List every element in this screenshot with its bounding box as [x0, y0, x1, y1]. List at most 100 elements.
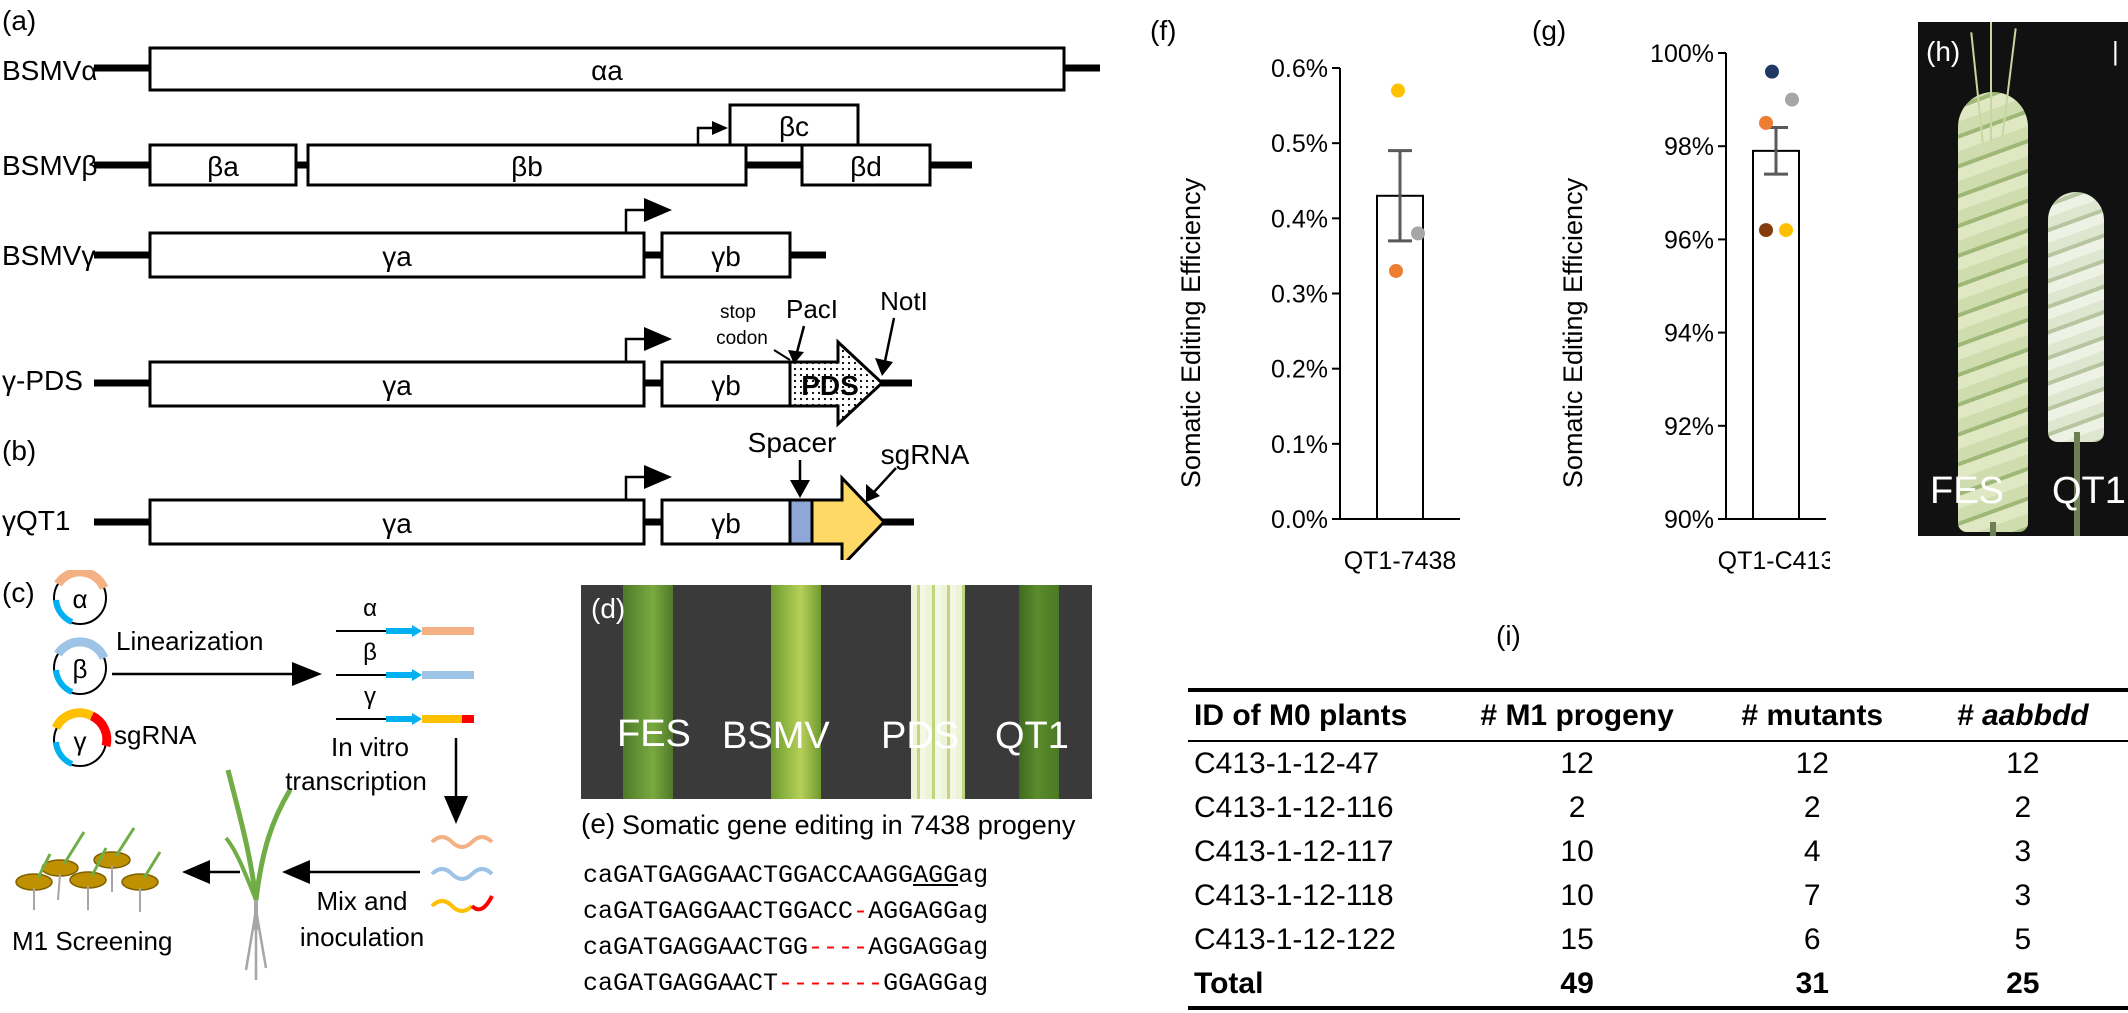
screening-arrow [182, 860, 210, 884]
table-cell: 2 [2014, 791, 2032, 824]
svg-text:α: α [72, 584, 87, 614]
segment-beta-d-label: βd [850, 151, 882, 182]
m1-screening-label: M1 Screening [12, 926, 172, 956]
m0-plants-table: ID of M0 plants # M1 progeny # mutants #… [1188, 688, 2128, 1010]
segment-gamma-b-label: γb [711, 241, 741, 272]
row-label-bsmv-alpha: BSMVα [2, 55, 98, 86]
y-tick-label: 94% [1664, 320, 1714, 348]
table-cell: 6 [1803, 923, 1821, 956]
segment-gamma-b-label: γb [711, 370, 741, 401]
segment-gamma-a [148, 360, 646, 408]
table-cell: 5 [2014, 923, 2032, 956]
segment-beta-b [306, 143, 748, 187]
table-cell: C413-1-12-117 [1194, 835, 1394, 868]
table-cell: 10 [1560, 835, 1594, 868]
m1-seeds-icon [15, 827, 162, 912]
data-point [1389, 263, 1403, 278]
y-tick-label: 90% [1664, 506, 1714, 534]
chart-f: (f) Somatic Editing Efficiency 0.0%0.1%0… [1150, 15, 1460, 575]
rna-gamma [430, 899, 474, 913]
sequence-row: caGATGAGGAACTGG----AGGAGGag [583, 933, 989, 962]
row-label-bsmv-beta: BSMVβ [2, 150, 97, 181]
spike-fes [1958, 92, 2028, 532]
table-row: C413-1-12-116 2 2 2 [1188, 786, 2128, 830]
y-tick-label: 0.6% [1271, 55, 1328, 83]
panel-label-i: (i) [1496, 620, 1521, 651]
bar [1376, 194, 1424, 521]
table-cell: 2 [1568, 791, 1586, 824]
table-cell: 2 [1803, 791, 1821, 824]
sequence-alignment: caGATGAGGAACTGGACCAAGGAGGag caGATGAGGAAC… [583, 858, 988, 1002]
table-cell: 25 [2006, 967, 2040, 1000]
plasmid-gamma: γ [51, 708, 112, 767]
table-cell: 3 [2014, 879, 2032, 912]
segment-beta-c-label: βc [779, 111, 809, 142]
table-cell: 12 [1795, 747, 1829, 780]
pds-label: PDS [801, 370, 859, 401]
table-cell: 15 [1560, 923, 1594, 956]
segment-gamma-a-label: γa [382, 241, 412, 272]
data-point [1411, 226, 1425, 241]
y-tick-label: 98% [1664, 133, 1714, 161]
table-row: C413-1-12-117 10 4 3 [1188, 830, 2128, 874]
y-tick-label: 0.3% [1271, 281, 1328, 309]
promoter-arrow [624, 208, 644, 233]
panel-label-f: (f) [1150, 15, 1176, 46]
x-tick-label: QT1-7438 [1344, 547, 1457, 575]
leaf-label-pds: PDS [881, 715, 960, 757]
y-tick-label: 0.5% [1271, 130, 1328, 158]
seedling-icon [224, 769, 293, 980]
panel-label-b: (b) [2, 435, 36, 466]
table-cell: C413-1-12-118 [1194, 879, 1394, 912]
paci-label: PacI [786, 294, 838, 324]
spacer-label: Spacer [748, 427, 837, 458]
table-cell: C413-1-12-116 [1194, 791, 1394, 824]
chart-g: (g) Somatic Editing Efficiency 90%92%94%… [1532, 15, 1830, 575]
leaf-photo: (d) FES BSMV PDS QT1 [581, 585, 1092, 799]
linearization-label: Linearization [116, 626, 263, 656]
y-tick-label: 0.4% [1271, 205, 1328, 233]
row-label-gamma-pds: γ-PDS [2, 365, 83, 396]
segment-gamma-b [660, 231, 792, 279]
leaf-label-qt1: QT1 [995, 715, 1069, 757]
x-tick-label: QT1-C413 [1718, 547, 1830, 575]
genome-diagram: (a) BSMVα αa BSMVβ βa βb βc βd BSMVγ γa … [2, 5, 1100, 560]
table-cell: 31 [1795, 967, 1829, 1000]
linearization-arrow [292, 662, 322, 686]
promoter-arrow [624, 337, 644, 362]
sequence-row: caGATGAGGAACTGGACCAAGGAGGag [583, 861, 989, 890]
table-cell: Total [1194, 967, 1264, 1000]
plasmid-alpha: α [53, 570, 109, 625]
data-point [1759, 115, 1773, 130]
table-row: C413-1-12-118 10 7 3 [1188, 874, 2128, 918]
plasmid-sgrna-label: sgRNA [114, 720, 197, 750]
segment-beta-a [148, 143, 298, 187]
column-header-mutants: # mutants [1741, 699, 1884, 732]
data-point [1765, 64, 1779, 79]
segment-beta-a-label: βa [207, 151, 239, 182]
transcription-label: transcription [285, 766, 427, 796]
leaf-label-bsmv: BSMV [722, 715, 830, 757]
panel-label-h: (h) [1926, 36, 1961, 67]
sequence-row: caGATGAGGAACT-------GGAGGag [583, 969, 989, 998]
pds-insert-arrow [788, 338, 885, 428]
segment-alpha-a [148, 46, 1066, 92]
chart-g-y-axis-label: Somatic Editing Efficiency [1558, 177, 1588, 488]
table-row: C413-1-12-47 12 12 12 [1188, 741, 2128, 786]
row-label-bsmv-gamma: BSMVγ [2, 240, 95, 271]
column-header-id: ID of M0 plants [1194, 699, 1408, 732]
table-row: C413-1-12-122 15 6 5 [1188, 918, 2128, 962]
table-cell: 12 [1560, 747, 1594, 780]
promoter-arrow [624, 475, 644, 500]
y-tick-label: 100% [1650, 40, 1714, 68]
table-header-row: ID of M0 plants # M1 progeny # mutants #… [1188, 690, 2128, 741]
chart-f-y-axis-label: Somatic Editing Efficiency [1176, 177, 1206, 488]
y-tick-label: 0.2% [1271, 356, 1328, 384]
panel-label-d: (d) [591, 593, 626, 624]
table-cell: 4 [1803, 835, 1821, 868]
stop-codon-label-2: codon [716, 328, 768, 349]
noti-label: NotI [880, 286, 928, 316]
table-cell: 12 [2006, 747, 2040, 780]
y-tick-label: 0.1% [1271, 431, 1328, 459]
data-point [1779, 223, 1793, 238]
